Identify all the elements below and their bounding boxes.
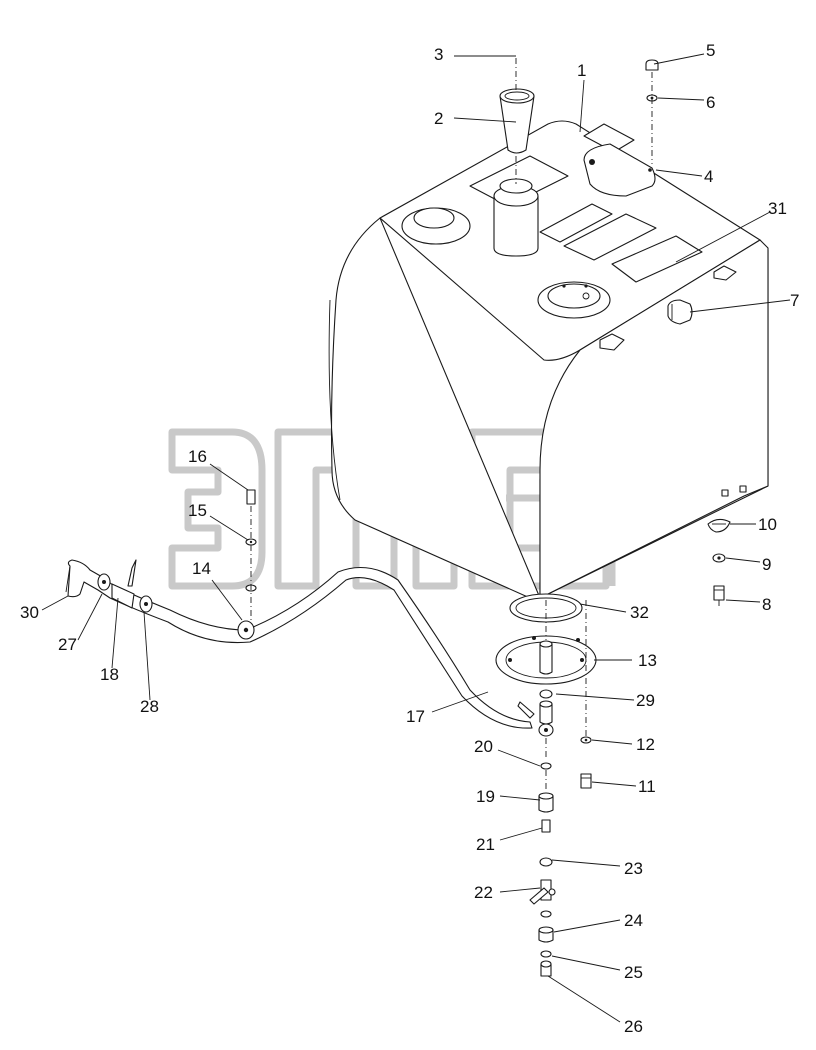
drain-hose-assembly xyxy=(65,489,533,729)
callout-25: 25 xyxy=(624,963,643,982)
callout-7: 7 xyxy=(790,291,799,310)
callout-11: 11 xyxy=(638,777,656,796)
filler-strainer xyxy=(493,58,539,257)
callout-32: 32 xyxy=(630,603,649,622)
callout-8: 8 xyxy=(762,595,771,614)
flange-bolts xyxy=(580,736,592,789)
callout-3: 3 xyxy=(434,45,443,64)
callout-14: 14 xyxy=(192,559,211,578)
bottom-bracket-bolts xyxy=(707,518,731,606)
callout-30: 30 xyxy=(20,603,39,622)
callout-23: 23 xyxy=(624,859,643,878)
callout-19: 19 xyxy=(476,787,495,806)
callout-17: 17 xyxy=(406,707,425,726)
callout-6: 6 xyxy=(706,93,715,112)
drain-valve-stack xyxy=(517,689,556,977)
callout-27: 27 xyxy=(58,635,77,654)
callout-10: 10 xyxy=(758,515,777,534)
callout-21: 21 xyxy=(476,835,495,854)
callout-13: 13 xyxy=(638,651,657,670)
callout-29: 29 xyxy=(636,691,655,710)
callout-18: 18 xyxy=(100,665,119,684)
callout-16: 16 xyxy=(188,447,207,466)
callout-24: 24 xyxy=(624,911,643,930)
leader-lines xyxy=(41,53,791,1023)
callout-5: 5 xyxy=(706,41,715,60)
callout-2: 2 xyxy=(434,109,443,128)
callout-26: 26 xyxy=(624,1017,643,1036)
callout-28: 28 xyxy=(140,697,159,716)
callout-15: 15 xyxy=(188,501,207,520)
callout-22: 22 xyxy=(474,883,493,902)
callout-12: 12 xyxy=(636,735,655,754)
callout-labels: 3 1 2 5 6 4 31 7 10 9 8 32 13 29 12 11 1… xyxy=(20,41,799,1036)
fuel-tank xyxy=(328,120,769,599)
gauge-bolt-set xyxy=(645,59,659,164)
callout-31: 31 xyxy=(768,199,787,218)
callout-20: 20 xyxy=(474,737,493,756)
callout-4: 4 xyxy=(704,167,713,186)
callout-1: 1 xyxy=(577,61,586,80)
callout-9: 9 xyxy=(762,555,771,574)
